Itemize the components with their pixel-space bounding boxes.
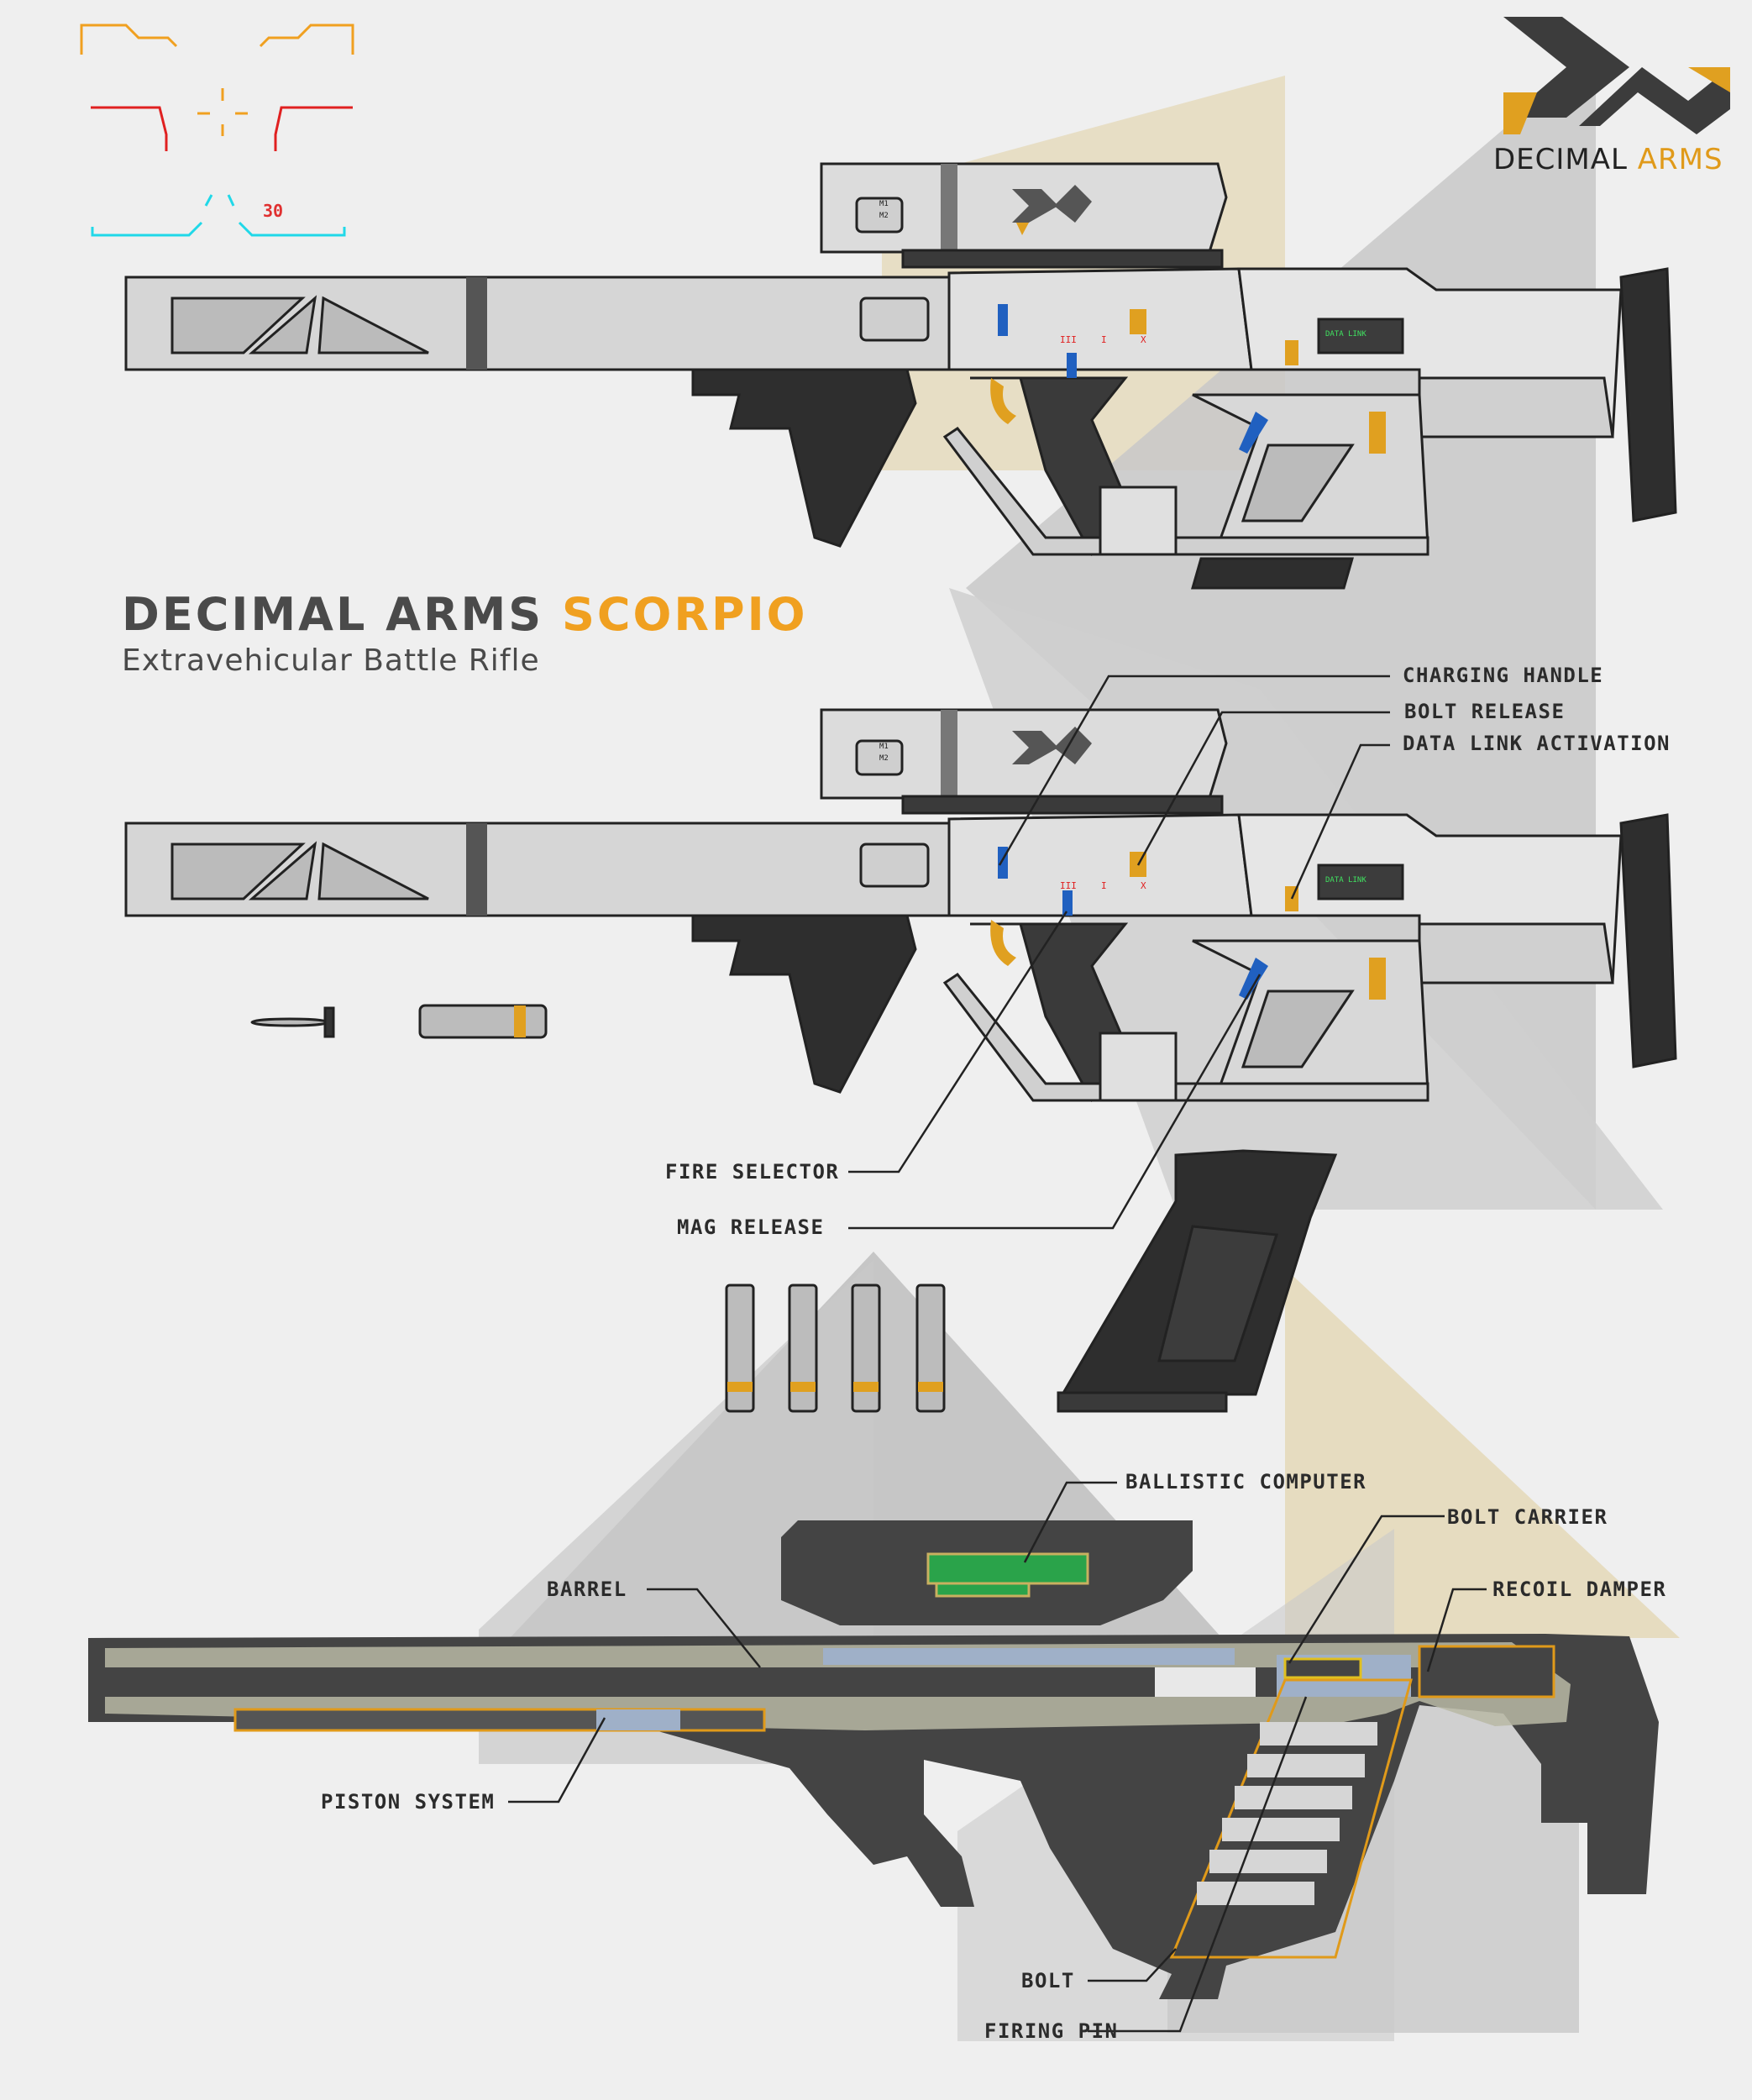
rifle-cutaway	[88, 1520, 1659, 1999]
scope-label-m2: M2	[879, 212, 889, 220]
callout-charging-handle: CHARGING HANDLE	[1403, 664, 1604, 687]
callout-fire-selector: FIRE SELECTOR	[665, 1160, 840, 1184]
callout-mag-release: MAG RELEASE	[677, 1215, 825, 1239]
rifle-labeled-details	[990, 727, 1386, 1000]
loose-parts	[250, 1004, 1338, 1413]
rifle-side-view-labeled	[124, 708, 1677, 1102]
data-link-display: DATA LINK	[1325, 330, 1366, 339]
data-link-display-lower: DATA LINK	[1325, 876, 1366, 885]
rifle-top-details	[990, 185, 1386, 454]
selector-mark-auto-lower: III	[1060, 880, 1077, 891]
callout-bolt-carrier: BOLT CARRIER	[1447, 1505, 1608, 1529]
callout-data-link-activation: DATA LINK ACTIVATION	[1403, 732, 1671, 755]
callout-recoil-damper: RECOIL DAMPER	[1492, 1578, 1667, 1601]
callout-ballistic-computer: BALLISTIC COMPUTER	[1125, 1470, 1367, 1494]
callout-leader-lines	[508, 675, 1487, 2033]
decimal-arms-logo	[1503, 17, 1730, 134]
selector-mark-safe-lower: X	[1141, 880, 1146, 891]
callout-bolt-release: BOLT RELEASE	[1404, 700, 1566, 723]
callout-piston-system: PISTON SYSTEM	[321, 1790, 496, 1814]
selector-mark-auto: III	[1060, 334, 1077, 345]
brand-wordmark: DECIMAL ARMS	[1493, 143, 1723, 176]
brand-name: DECIMAL	[1493, 143, 1628, 176]
scope-label-m1: M1	[879, 200, 889, 208]
selector-mark-safe: X	[1141, 334, 1146, 345]
page-subtitle: Extravehicular Battle Rifle	[122, 643, 540, 678]
callout-firing-pin: FIRING PIN	[984, 2019, 1119, 2043]
hud-reticle	[80, 24, 354, 237]
hud-ammo-count: 30	[263, 201, 284, 221]
scope-label-m2-lower: M2	[879, 754, 889, 763]
callout-barrel: BARREL	[547, 1578, 627, 1601]
scope-label-m1-lower: M1	[879, 743, 889, 751]
selector-mark-semi: I	[1101, 334, 1107, 345]
brand-accent: ARMS	[1637, 143, 1723, 176]
title-main: DECIMAL ARMS	[122, 588, 544, 641]
callout-bolt: BOLT	[1021, 1969, 1075, 1992]
selector-mark-semi-lower: I	[1101, 880, 1107, 891]
page-title: DECIMAL ARMS SCORPIO	[122, 588, 808, 641]
rifle-side-view-top	[124, 162, 1677, 590]
title-accent: SCORPIO	[561, 588, 808, 641]
